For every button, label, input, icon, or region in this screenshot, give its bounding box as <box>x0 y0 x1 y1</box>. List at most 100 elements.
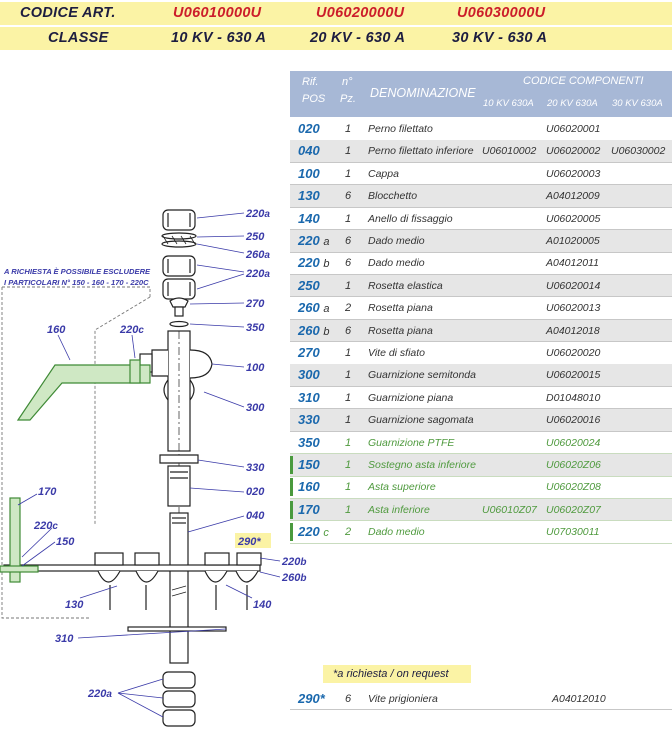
optional-frame <box>1 287 90 619</box>
table-row: 270 1 Vite di sfiato U06020020 <box>290 342 672 365</box>
callout-310: 310 <box>55 633 74 645</box>
row-pos: 270 <box>298 345 320 360</box>
row-name: Vite prigioniera <box>368 693 438 705</box>
header-codes-row: CODICE ART. U06010000U U06020000U U06030… <box>0 2 672 25</box>
row-code-20kv: U06020003 <box>546 167 601 180</box>
callout-130: 130 <box>65 599 84 611</box>
row-code-10kv: U06010002 <box>482 145 537 158</box>
row-pos: 100 <box>298 166 320 181</box>
callout-270: 270 <box>245 298 265 310</box>
row-pos: 350 <box>298 435 320 450</box>
article-code-30kv: U06030000U <box>457 5 546 21</box>
callout-100: 100 <box>246 362 265 374</box>
row-pos-number: 220 <box>298 524 320 540</box>
row-pos: 300 <box>298 367 320 382</box>
row-code-20kv: D01048010 <box>546 391 601 404</box>
row-qty: 6 <box>345 693 352 705</box>
row-code-20kv: U06020013 <box>546 302 601 315</box>
row-pos-number: 140 <box>298 210 320 226</box>
gasket-310 <box>127 626 227 632</box>
callout-220a-top: 220a <box>245 208 270 220</box>
row-pos: 220 a <box>298 233 329 248</box>
header-class-row: CLASSE 10 KV - 630 A 20 KV - 630 A 30 KV… <box>0 27 672 50</box>
row-pos-number: 220 <box>298 255 320 271</box>
row-pos-number: 330 <box>298 412 320 428</box>
callout-220a-mid: 220a <box>245 268 270 280</box>
row-qty: 1 <box>345 481 352 494</box>
washers-250-260a <box>161 232 197 248</box>
row-name: Cappa <box>368 167 399 180</box>
row-name: Perno filettato <box>368 123 433 135</box>
row-pos: 260 a <box>298 300 329 315</box>
row-code-10kv: U06010Z07 <box>482 503 537 516</box>
row-code-20kv: U06020016 <box>546 414 601 427</box>
row-qty: 1 <box>345 459 352 471</box>
row-qty: 6 <box>345 235 352 247</box>
row-name: Dado medio <box>368 235 425 247</box>
row-pos-number: 150 <box>298 457 320 472</box>
col-n: n° <box>342 76 353 88</box>
row-qty: 1 <box>345 347 352 359</box>
nuts-220a-bottom <box>162 671 196 727</box>
col-rif: Rif. <box>302 76 319 88</box>
row-qty: 1 <box>345 123 352 135</box>
callout-170: 170 <box>38 486 57 498</box>
row-pos: 170 <box>298 502 320 517</box>
row-qty: 1 <box>345 391 352 404</box>
row-qty: 1 <box>345 279 352 292</box>
parts-table-header: Rif. POS n° Pz. DENOMINAZIONE CODICE COM… <box>290 71 672 117</box>
row-code-20kv: U06020Z07 <box>546 503 601 516</box>
row-name: Rosetta elastica <box>368 279 443 292</box>
row-code-20kv: A04012011 <box>546 257 599 270</box>
row-pos-suffix: c <box>323 527 329 540</box>
threaded-rod-040 <box>169 512 189 664</box>
row-code: A04012010 <box>552 693 606 705</box>
row-name: Anello di fissaggio <box>368 212 453 225</box>
callout-220a-bottom: 220a <box>87 688 112 700</box>
lower-rod-170 <box>9 497 21 583</box>
row-pos-number: 040 <box>298 143 320 159</box>
codice-label: CODICE ART. <box>20 5 116 21</box>
row-pos-number: 260 <box>298 322 320 338</box>
row-name: Blocchetto <box>368 190 418 203</box>
row-pos: 310 <box>298 390 320 405</box>
row-name: Guarnizione semitonda <box>368 369 476 382</box>
row-qty: 2 <box>345 526 352 539</box>
row-code-20kv: U06020020 <box>546 347 601 359</box>
col-30kv: 30 KV 630A <box>612 98 663 109</box>
row-qty: 1 <box>345 369 352 382</box>
callout-300: 300 <box>246 402 265 414</box>
callout-260b: 260b <box>281 572 306 584</box>
row-pos-number: 260 <box>298 300 320 316</box>
row-qty: 1 <box>345 167 352 180</box>
row-name: Sostegno asta inferiore <box>368 459 476 471</box>
row-pos: 160 <box>298 479 320 494</box>
row-pos: 220 c <box>298 524 329 539</box>
row-name: Vite di sfiato <box>368 347 426 359</box>
callout-220c-bottom: 220c <box>33 520 58 532</box>
callout-040: 040 <box>246 510 265 522</box>
row-code-20kv: U06020005 <box>546 212 601 225</box>
row-qty: 1 <box>345 145 352 158</box>
support-plate-150 <box>3 552 262 610</box>
row-pos: 040 <box>298 143 320 158</box>
class-30kv: 30 KV - 630 A <box>452 30 548 46</box>
upper-rod-160 <box>16 364 151 421</box>
col-pos: POS <box>302 93 326 105</box>
callout-220b: 220b <box>281 556 306 568</box>
row-qty: 6 <box>345 190 352 203</box>
col-20kv: 20 KV 630A <box>547 98 598 109</box>
classe-label: CLASSE <box>48 30 109 46</box>
row-pos-number: 300 <box>298 367 320 383</box>
row-pos-suffix: a <box>323 236 330 248</box>
